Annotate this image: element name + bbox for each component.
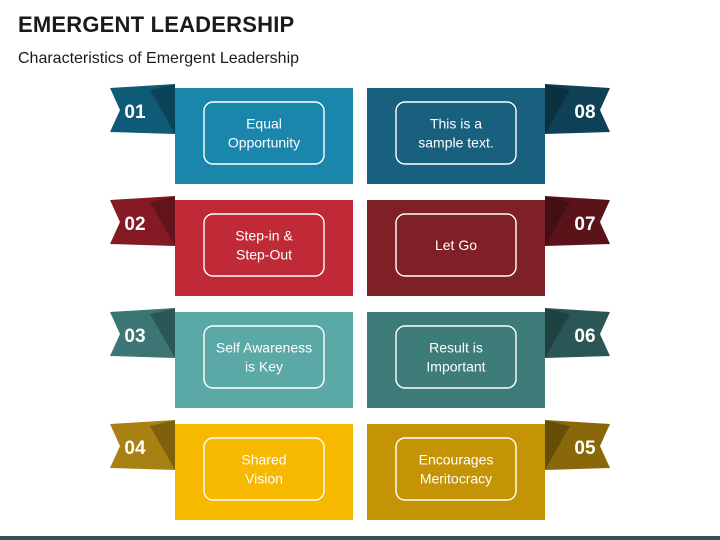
label-frame xyxy=(203,437,325,501)
card-number: 08 xyxy=(574,102,595,123)
tab-fold xyxy=(150,420,175,470)
card-body xyxy=(367,88,545,184)
number-tab xyxy=(110,308,175,358)
number-tab xyxy=(110,196,175,246)
label-frame xyxy=(395,437,517,501)
tab-fold xyxy=(545,84,570,134)
card-label-line: sample text. xyxy=(418,135,493,151)
label-frame xyxy=(395,325,517,389)
tab-fold xyxy=(545,308,570,358)
card-label-line: Step-Out xyxy=(236,247,292,263)
number-tab xyxy=(110,420,175,470)
card-label-line: Equal xyxy=(246,116,282,132)
number-tab xyxy=(545,84,610,134)
card-number: 05 xyxy=(574,438,596,459)
card-number: 02 xyxy=(124,214,145,235)
card-label-line: Encourages xyxy=(419,452,494,468)
card-number: 06 xyxy=(574,326,595,347)
card-body xyxy=(175,200,353,296)
card-body xyxy=(175,424,353,520)
label-frame xyxy=(203,325,325,389)
card-number: 04 xyxy=(124,438,146,459)
label-frame xyxy=(203,213,325,277)
card-label-line: Step-in & xyxy=(235,228,293,244)
number-tab xyxy=(545,196,610,246)
tab-fold xyxy=(150,308,175,358)
card-label-line: Meritocracy xyxy=(420,471,492,487)
card-number: 03 xyxy=(124,326,145,347)
card-label-line: This is a xyxy=(430,116,482,132)
card-body xyxy=(175,312,353,408)
label-frame xyxy=(203,101,325,165)
card-body xyxy=(175,88,353,184)
number-tab xyxy=(545,420,610,470)
card-body xyxy=(367,200,545,296)
footer-bar xyxy=(0,536,720,540)
card-body xyxy=(367,312,545,408)
page-title: EMERGENT LEADERSHIP xyxy=(18,12,295,37)
card-label-line: Important xyxy=(426,359,485,375)
page-subtitle: Characteristics of Emergent Leadership xyxy=(18,50,300,67)
tab-fold xyxy=(150,84,175,134)
card-label-line: Shared xyxy=(241,452,286,468)
card-label-line: Result is xyxy=(429,340,483,356)
number-tab xyxy=(110,84,175,134)
card-label-line: is Key xyxy=(245,359,283,375)
card-label-line: Self Awareness xyxy=(216,340,312,356)
card-label-line: Vision xyxy=(245,471,283,487)
card-label-line: Let Go xyxy=(435,237,477,253)
tab-fold xyxy=(545,196,570,246)
label-frame xyxy=(395,101,517,165)
card-number: 07 xyxy=(574,214,595,235)
label-frame xyxy=(395,213,517,277)
tab-fold xyxy=(545,420,570,470)
tab-fold xyxy=(150,196,175,246)
number-tab xyxy=(545,308,610,358)
card-body xyxy=(367,424,545,520)
card-number: 01 xyxy=(124,102,146,123)
card-label-line: Opportunity xyxy=(228,135,300,151)
